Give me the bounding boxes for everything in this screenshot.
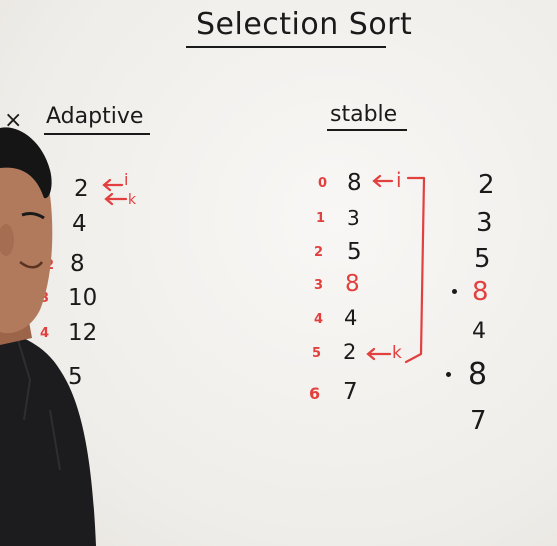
left-arrow-icon [102,178,128,206]
title-underline [186,46,386,48]
right-value: 2 [478,170,495,200]
adaptive-heading: Adaptive [46,104,144,129]
left-index: 3 [40,291,50,306]
right-value: 8 [472,277,489,307]
left-value: 2 [74,176,89,202]
middle-pointer-i: i [396,168,402,192]
left-pointer-i: i [124,170,129,189]
stable-heading: stable [330,102,398,127]
left-index: 4 [40,326,50,341]
middle-index: 2 [314,245,324,260]
left-value: 5 [68,364,83,390]
middle-arrow-icon [366,174,394,361]
swap-dot [446,372,451,377]
stable-underline [327,129,407,131]
middle-value: 3 [347,206,360,230]
middle-index: 0 [318,176,328,191]
right-value: 3 [476,208,493,238]
board-title: Selection Sort [196,7,413,42]
left-value: 4 [72,211,87,237]
cross-mark: × [4,108,23,133]
middle-value: 7 [343,379,358,405]
right-value: 7 [470,406,487,436]
middle-index: 4 [314,312,324,327]
middle-index: 3 [314,278,324,293]
middle-value: 5 [347,239,362,265]
left-pointer-k: k [128,192,137,208]
swap-dot [452,289,457,294]
right-value: 5 [474,244,491,274]
right-value: 4 [472,319,486,344]
middle-value: 2 [343,340,357,364]
middle-index: 5 [312,346,322,361]
middle-index: 1 [316,211,326,226]
left-value: 10 [68,285,98,311]
left-value: 8 [70,251,85,277]
middle-index: 6 [309,384,321,403]
middle-value: 4 [344,306,358,330]
middle-value: 8 [347,170,362,196]
range-bracket [404,176,426,364]
left-value: 12 [68,320,98,346]
right-value: 8 [468,357,488,392]
adaptive-underline [44,133,150,135]
middle-value: 8 [345,271,360,297]
presenter [0,127,96,546]
middle-pointer-k: k [392,343,402,363]
